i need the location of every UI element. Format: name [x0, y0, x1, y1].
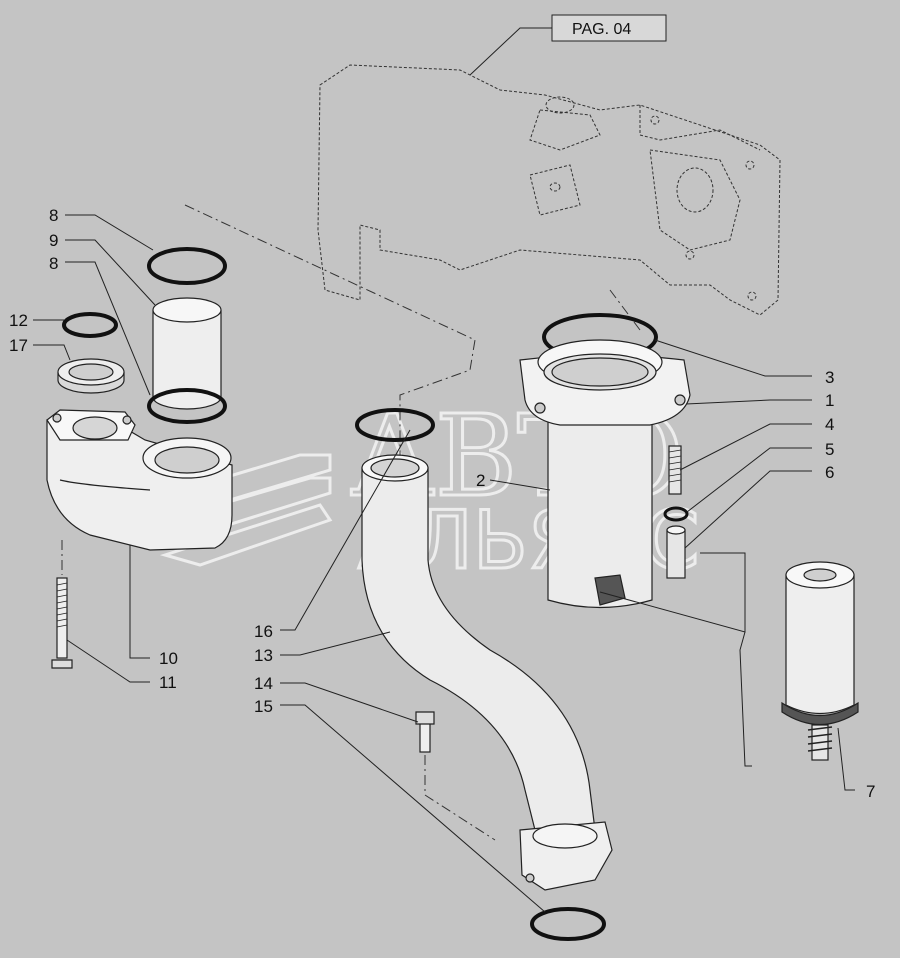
sleeve-9 [152, 297, 222, 410]
callout-labels: 8 9 8 12 17 3 1 4 5 6 2 16 10 13 11 14 1… [9, 206, 875, 801]
leader-lines [33, 214, 855, 913]
ring-17 [57, 358, 125, 394]
o-ring-8-lower [147, 388, 227, 424]
callout-2: 2 [476, 471, 485, 490]
callout-17: 17 [9, 336, 28, 355]
callout-10: 10 [159, 649, 178, 668]
callout-1: 1 [825, 391, 834, 410]
page-reference-label: PAG. 04 [572, 21, 631, 38]
callout-11: 11 [159, 673, 177, 692]
phantom-exhaust-manifold [317, 64, 781, 316]
page-reference-box: PAG. 04 [469, 14, 667, 76]
o-ring-8-upper [147, 247, 227, 285]
callout-13: 13 [254, 646, 273, 665]
elbow-pipe-10 [46, 409, 233, 551]
callout-8-lower: 8 [49, 254, 58, 273]
assembly-axis-lines [61, 204, 641, 841]
stud-4 [668, 445, 682, 495]
filter-housing-2 [519, 339, 691, 609]
callout-15: 15 [254, 697, 273, 716]
o-ring-15 [530, 907, 606, 941]
callout-7: 7 [866, 782, 875, 801]
screw-14 [415, 711, 435, 753]
callout-6: 6 [825, 463, 834, 482]
callout-3: 3 [825, 368, 834, 387]
callout-14: 14 [254, 674, 273, 693]
filter-element-7 [781, 561, 859, 761]
callout-12: 12 [9, 311, 28, 330]
washer-5 [663, 506, 689, 522]
o-ring-12 [62, 312, 118, 338]
callout-5: 5 [825, 440, 834, 459]
callout-16: 16 [254, 622, 273, 641]
callout-9: 9 [49, 231, 58, 250]
callout-4: 4 [825, 415, 834, 434]
pipe-13 [361, 454, 613, 891]
bolt-11 [51, 577, 73, 669]
nut-6 [666, 525, 686, 579]
o-ring-16 [355, 408, 435, 442]
callout-8-upper: 8 [49, 206, 58, 225]
